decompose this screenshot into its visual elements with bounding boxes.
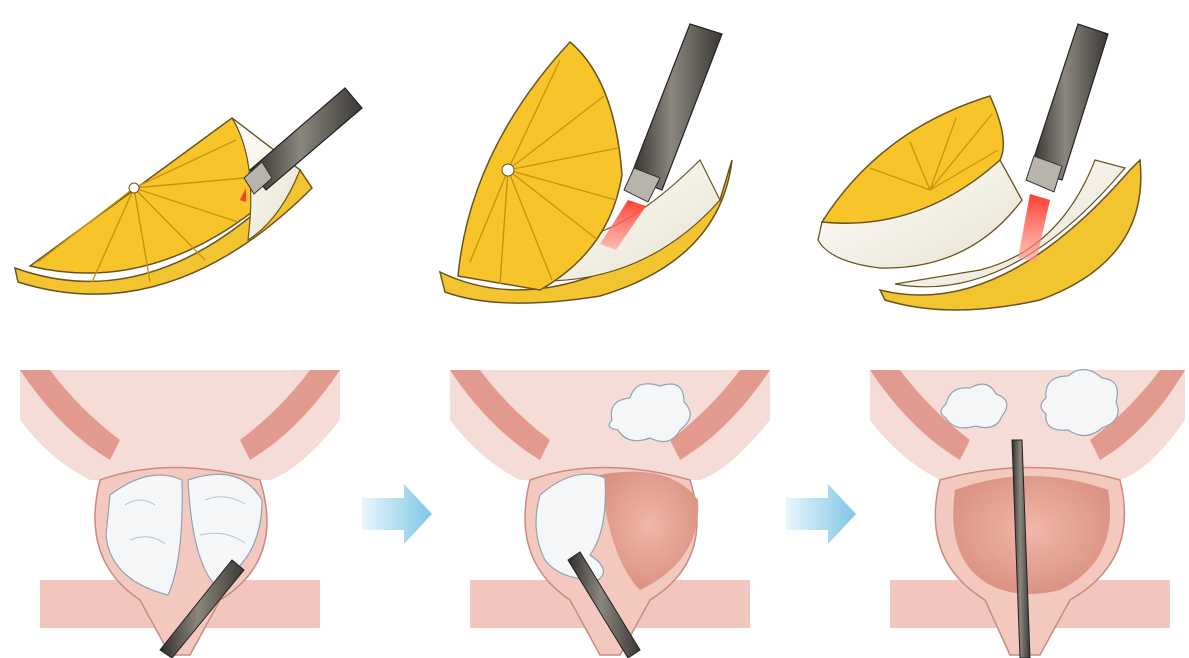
fruit-wedge-icon	[818, 96, 1141, 310]
prostate-panel-2	[450, 370, 770, 658]
fruit-wedge-icon	[15, 118, 312, 294]
fruit-panel-3	[818, 24, 1141, 310]
prostate-panel-1	[20, 370, 340, 658]
fruit-panel-1	[15, 88, 362, 294]
resected-tissue	[1041, 369, 1118, 435]
arrow-right-icon	[362, 484, 432, 544]
arrow-right-icon	[786, 484, 856, 544]
fruit-panel-2	[440, 24, 732, 303]
prostate-panel-3	[870, 369, 1185, 658]
